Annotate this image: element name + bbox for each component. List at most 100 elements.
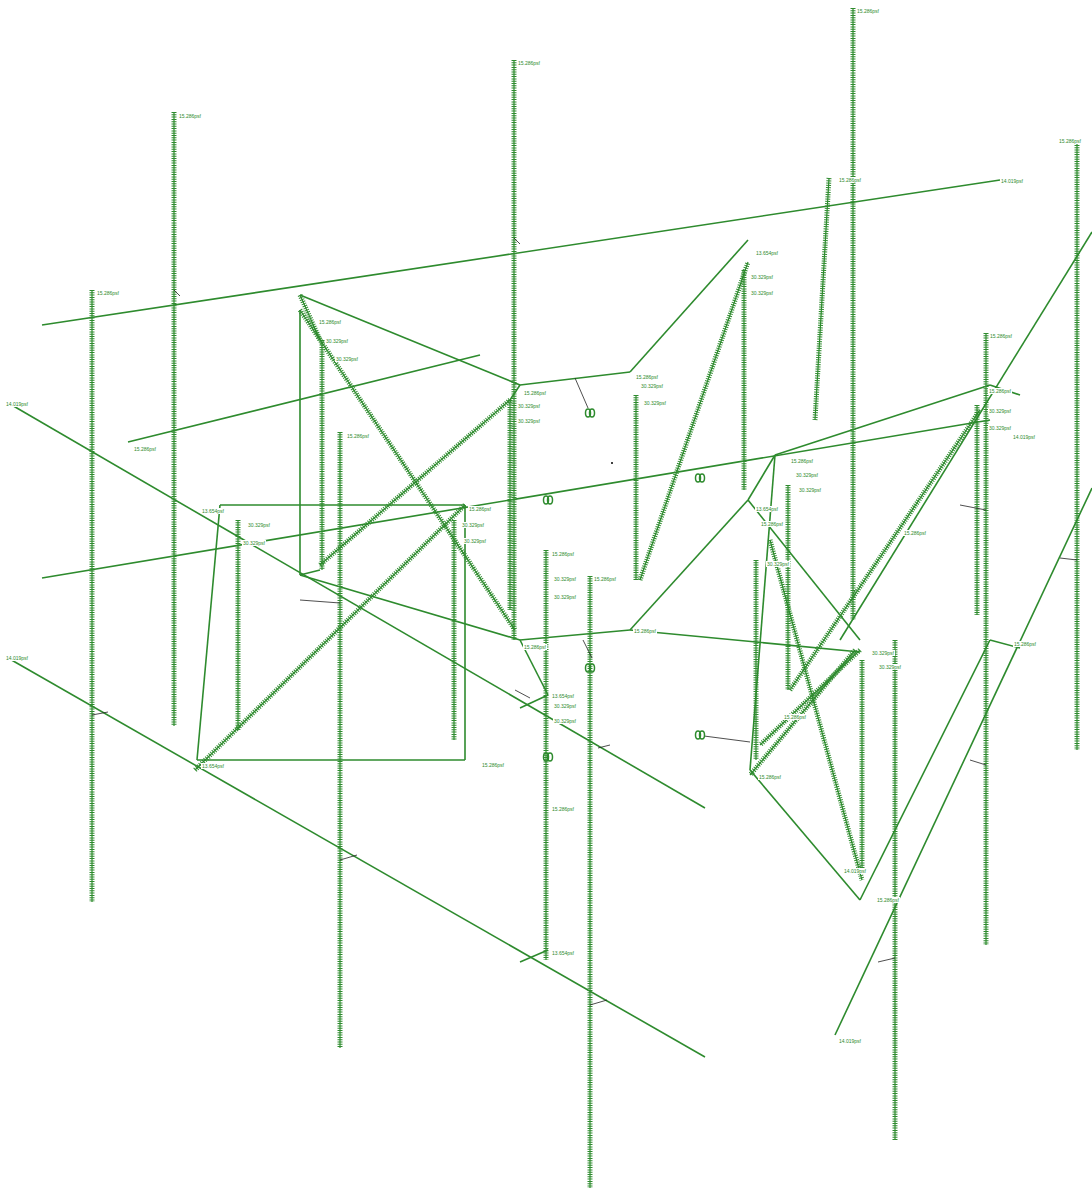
load-hatch (508, 400, 513, 610)
local-axis (590, 1000, 607, 1005)
load-hatch (786, 485, 791, 690)
frame-member (197, 505, 220, 760)
origin-dot (611, 462, 613, 464)
local-axis (575, 378, 588, 408)
load-hatch (320, 340, 325, 570)
local-axis (704, 736, 750, 742)
local-axis (1060, 558, 1077, 560)
load-hatch (338, 432, 343, 1048)
load-value: 30.329psf (335, 356, 359, 362)
load-value: 15.286psf (133, 446, 157, 452)
load-hatch (634, 395, 639, 580)
loaded-member (852, 8, 853, 620)
local-axis (970, 760, 986, 765)
load-value: 15.286psf (758, 774, 782, 780)
loaded-member (755, 560, 756, 760)
frame-member (520, 950, 548, 962)
load-value: 15.286psf (178, 113, 202, 119)
load-value: 14.019psf (5, 401, 29, 407)
load-value: 30.329psf (325, 338, 349, 344)
local-axis (300, 600, 340, 603)
release-symbol (586, 664, 595, 672)
load-value: 14.019psf (5, 655, 29, 661)
load-value: 15.286psf (517, 60, 541, 66)
load-hatch (815, 178, 829, 420)
release-symbol (696, 474, 705, 482)
load-value: 30.329psf (553, 703, 577, 709)
loaded-member (300, 310, 515, 630)
release-symbol (544, 496, 553, 504)
load-value: 30.329psf (878, 664, 902, 670)
load-value: 30.329psf (553, 594, 577, 600)
load-value: 15.286psf (551, 551, 575, 557)
load-value: 15.286psf (346, 433, 370, 439)
loaded-member (1076, 138, 1077, 750)
load-value: 13.654psf (201, 508, 225, 514)
load-value: 30.329psf (517, 418, 541, 424)
loaded-member (509, 400, 510, 610)
frame-member (750, 770, 860, 900)
loaded-member (635, 395, 636, 580)
load-hatch (760, 650, 860, 745)
frame-member (10, 404, 705, 808)
release-symbol (544, 753, 553, 761)
frame-member (520, 630, 630, 640)
load-hatch (452, 520, 457, 740)
local-axis (583, 640, 592, 658)
load-value: 30.329psf (750, 274, 774, 280)
frame-member (197, 759, 465, 761)
load-value: 15.286psf (468, 506, 492, 512)
load-hatch (512, 60, 517, 640)
load-hatch (893, 640, 898, 1140)
loaded-member (195, 505, 465, 770)
load-value: 14.019psf (1000, 178, 1024, 184)
loaded-member (545, 550, 546, 960)
loaded-member (173, 112, 174, 726)
load-value: 30.329psf (553, 718, 577, 724)
frame-member (630, 240, 748, 372)
loaded-member (790, 410, 980, 690)
load-value: 30.329psf (988, 408, 1012, 414)
load-hatch (640, 262, 748, 580)
loaded-member (787, 485, 788, 690)
load-hatch (851, 8, 856, 620)
load-value: 15.286psf (989, 333, 1013, 339)
release-symbol (586, 409, 595, 417)
frame-member (748, 500, 860, 640)
load-hatch (860, 660, 865, 870)
loaded-member (339, 432, 340, 1048)
load-value: 15.286psf (856, 8, 880, 14)
load-hatch (742, 270, 747, 490)
load-hatch (172, 112, 177, 726)
local-axis (514, 238, 520, 244)
load-value: 13.654psf (755, 250, 779, 256)
loaded-member (237, 520, 238, 730)
load-hatch (300, 295, 320, 340)
load-value: 15.286psf (838, 177, 862, 183)
load-value: 15.286psf (783, 714, 807, 720)
frame-member (520, 695, 548, 708)
load-hatch (754, 560, 759, 760)
load-value: 30.329psf (553, 576, 577, 582)
loaded-member (513, 60, 514, 640)
local-axis (174, 290, 180, 296)
load-hatch (195, 505, 465, 770)
frame-member (860, 640, 990, 900)
frame-member (300, 295, 520, 385)
load-value: 30.329psf (766, 561, 790, 567)
load-value: 30.329psf (988, 425, 1012, 431)
load-hatch (770, 540, 862, 880)
frame-member (835, 488, 1092, 1035)
load-value: 15.286psf (96, 290, 120, 296)
frame-member (128, 355, 480, 442)
load-value: 30.329psf (643, 400, 667, 406)
frame-member (300, 575, 520, 640)
load-hatch (1075, 138, 1080, 750)
load-value: 15.286psf (1058, 138, 1082, 144)
load-hatch (300, 310, 515, 630)
frame-member (8, 658, 705, 1057)
load-value: 15.286psf (523, 644, 547, 650)
loaded-member (743, 270, 744, 490)
load-value: 13.654psf (755, 506, 779, 512)
